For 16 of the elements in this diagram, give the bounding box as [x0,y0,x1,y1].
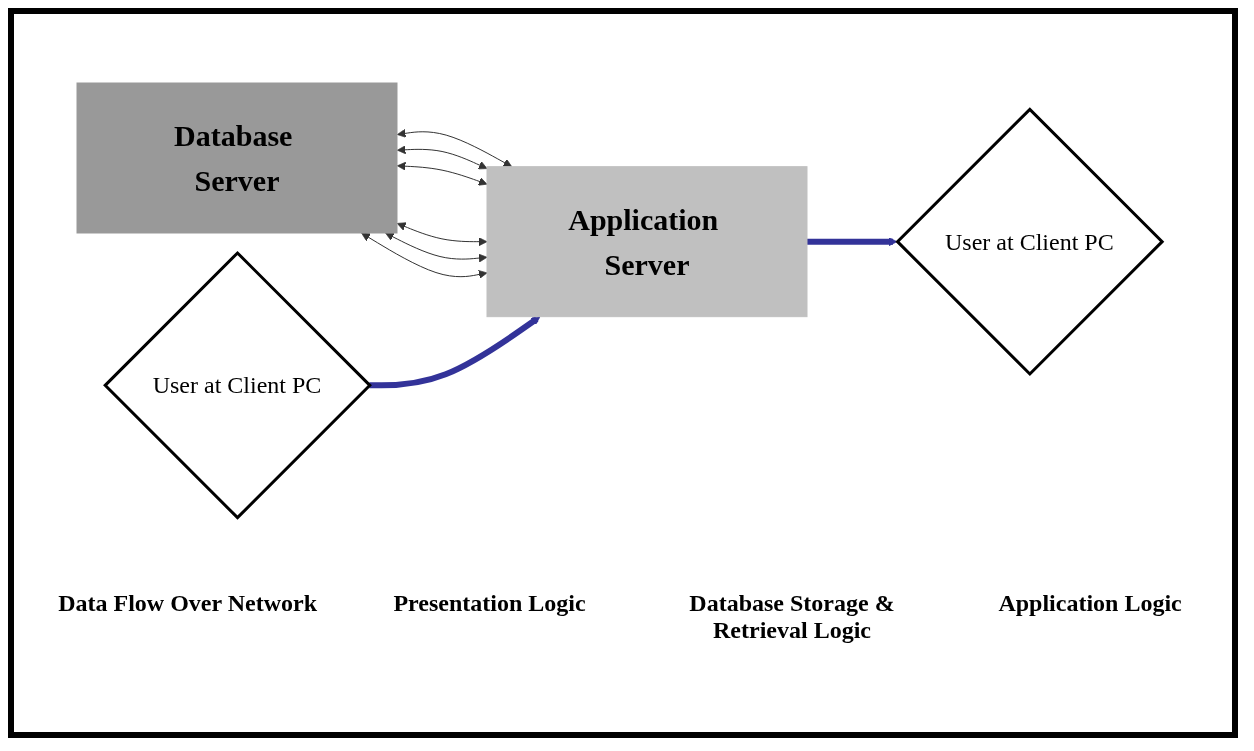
arrow [385,232,488,263]
arrow [361,232,488,279]
arrow [397,145,488,169]
node-box: Application Server [486,165,808,317]
arrow [397,222,488,246]
arrow [397,161,488,186]
arrow [397,128,513,167]
arrow [807,236,898,246]
note-text: Data Flow Over Network [58,590,318,618]
node-diamond: User at Client PC [103,250,373,520]
node-box: Database Server [76,82,398,234]
note-text: Database Storage & Retrieval Logic [688,590,896,644]
note-text: Application Logic [998,590,1182,618]
node-diamond: User at Client PC [895,106,1165,376]
arrow [369,315,541,388]
note-text: Presentation Logic [393,590,586,618]
